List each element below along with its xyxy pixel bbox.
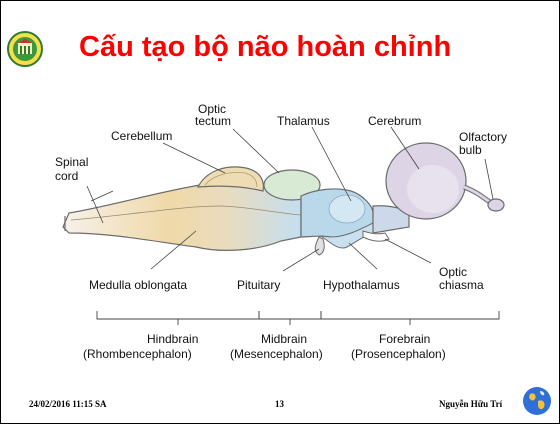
midbrain-bracket (259, 311, 321, 325)
footer-date: 24/02/2016 11:15 SA (29, 399, 107, 409)
hindbrain-bracket (97, 311, 259, 325)
label-optic-tectum-2: tectum (195, 114, 231, 128)
label-hindbrain: Hindbrain (147, 332, 198, 346)
label-midbrain: Midbrain (261, 332, 307, 346)
hindbrain-shape (63, 182, 301, 250)
footer-page-number: 13 (275, 399, 284, 409)
label-olfactory-2: bulb (459, 143, 482, 157)
olfactory-bulb-shape (488, 199, 504, 211)
label-spinal-2: cord (55, 169, 78, 183)
label-thalamus: Thalamus (277, 114, 330, 128)
label-hypothalamus: Hypothalamus (323, 278, 400, 292)
forebrain-bracket (321, 311, 499, 325)
globe-icon (521, 385, 553, 417)
pituitary-shape (315, 237, 324, 255)
label-mesencephalon: (Mesencephalon) (230, 347, 323, 361)
label-rhombencephalon: (Rhombencephalon) (83, 347, 192, 361)
footer-author: Nguyễn Hữu Trí (439, 399, 502, 409)
label-forebrain: Forebrain (379, 332, 430, 346)
label-prosencephalon: (Prosencephalon) (351, 347, 446, 361)
label-cerebrum: Cerebrum (368, 114, 421, 128)
label-pituitary: Pituitary (237, 278, 280, 292)
label-spinal-1: Spinal (55, 155, 88, 169)
label-optic-chiasma-2: chiasma (439, 278, 484, 292)
label-medulla: Medulla oblongata (89, 278, 187, 292)
label-cerebellum: Cerebellum (111, 129, 172, 143)
label-olfactory-1: Olfactory (459, 130, 507, 144)
label-optic-chiasma-1: Optic (439, 265, 467, 279)
brain-diagram: Optic tectum Thalamus Cerebrum Olfactory… (1, 1, 559, 381)
